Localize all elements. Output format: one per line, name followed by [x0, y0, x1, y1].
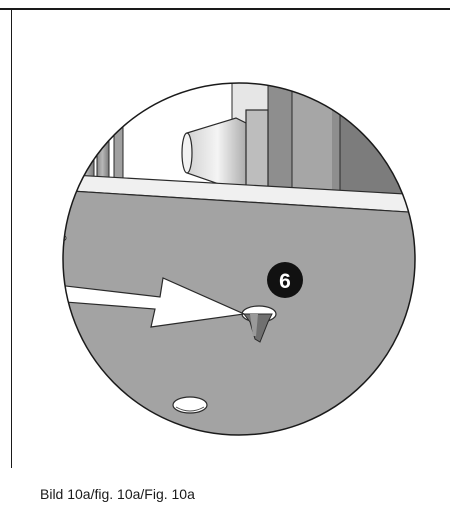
figure-caption: Bild 10a/fig. 10a/Fig. 10a: [40, 486, 195, 502]
left-border-line: [11, 8, 12, 468]
detail-circle-outline: [62, 82, 416, 436]
direction-arrow: [63, 277, 247, 328]
callout-badge-6: 6: [267, 262, 303, 298]
magnified-detail: [63, 83, 415, 435]
callout-number: 6: [279, 270, 291, 293]
top-border-line: [0, 8, 450, 10]
